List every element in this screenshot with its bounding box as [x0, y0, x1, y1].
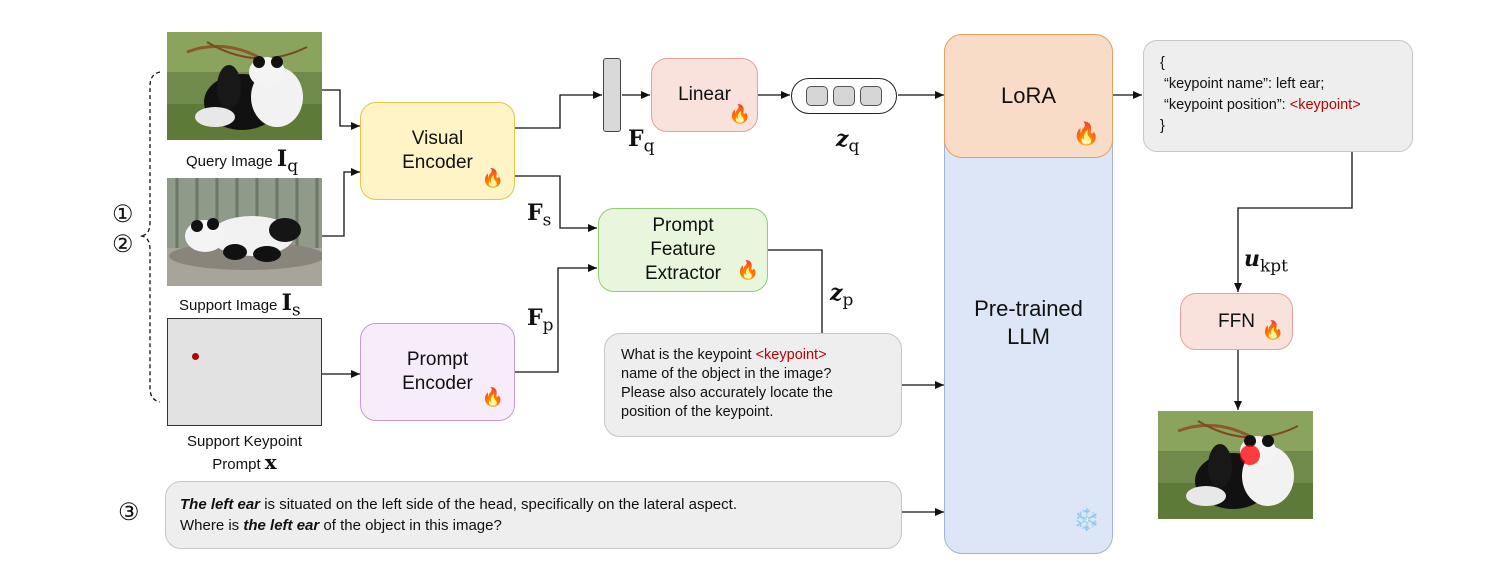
- output-close-brace: }: [1160, 118, 1165, 134]
- keypoint-prompt-symbol: x: [264, 450, 277, 474]
- keypoint-token: <keypoint>: [1289, 97, 1361, 113]
- lora-label: LoRA: [1000, 83, 1057, 108]
- Fs-symbol: Fs: [527, 200, 552, 231]
- marker-one: ①: [112, 201, 134, 228]
- visual-encoder-block: Visual Encoder 🔥: [360, 102, 515, 200]
- pfe-label-line3: Extractor: [644, 263, 722, 284]
- query-image-symbol: Iq: [276, 146, 299, 177]
- question-text-box: What is the keypoint <keypoint> name of …: [604, 333, 902, 437]
- keypoint-token: <keypoint>: [755, 347, 827, 363]
- keypoint-prompt-label-line2: Prompt: [212, 456, 261, 473]
- query-image-caption: Query Image Iq: [186, 146, 298, 176]
- lora-block: LoRA 🔥: [944, 34, 1113, 158]
- llm-label-line2: LLM: [1007, 324, 1050, 349]
- support-panda-illustration: [167, 178, 322, 286]
- support-image-caption: Support Image Is: [179, 290, 301, 320]
- output-panda-illustration: [1158, 411, 1313, 519]
- output-keypoint-position: “keypoint position”: <keypoint>: [1164, 97, 1361, 113]
- llm-label: Pre-trained LLM: [945, 295, 1112, 351]
- pfe-label-line1: Prompt: [652, 215, 714, 236]
- visual-encoder-label-line2: Encoder: [402, 152, 473, 173]
- ffn-label: FFN: [1218, 310, 1255, 332]
- prompt-encoder-label-line2: Encoder: [402, 373, 473, 394]
- zq-symbol: zq: [836, 126, 860, 157]
- marker-two: ②: [112, 231, 134, 258]
- Fq-symbol: Fq: [628, 126, 655, 157]
- fire-icon: 🔥: [736, 260, 759, 280]
- support-image-label: Support Image: [179, 297, 278, 314]
- text-prompt-box: The left ear is situated on the left sid…: [165, 481, 902, 549]
- token-cell: [833, 86, 855, 106]
- fire-icon: 🔥: [728, 104, 751, 124]
- zp-symbol: zp: [830, 280, 854, 311]
- ukpt-symbol: ukpt: [1244, 246, 1289, 277]
- fire-icon: 🔥: [481, 168, 504, 188]
- keypoint-dot: [192, 353, 199, 360]
- prompt-encoder-label-line1: Prompt: [406, 349, 469, 370]
- linear-label: Linear: [678, 84, 731, 105]
- query-image-label: Query Image: [186, 153, 273, 170]
- question-line4: position of the keypoint.: [621, 404, 774, 420]
- text-prompt-line2: Where is the left ear of the object in t…: [180, 517, 502, 534]
- predicted-keypoint-marker: [1240, 445, 1260, 465]
- token-cell: [860, 86, 882, 106]
- keypoint-prompt-caption: Support Keypoint Prompt x: [178, 432, 311, 475]
- query-feature-bar: [603, 58, 621, 132]
- prompt-encoder-block: Prompt Encoder 🔥: [360, 323, 515, 421]
- llm-output-box: { “keypoint name”: left ear; “keypoint p…: [1143, 40, 1413, 152]
- output-image: [1158, 411, 1313, 519]
- output-keypoint-name: “keypoint name”: left ear;: [1164, 76, 1325, 92]
- pfe-label-line2: Feature: [650, 239, 716, 260]
- fire-icon: 🔥: [1072, 121, 1100, 146]
- keypoint-prompt-label-line1: Support Keypoint: [186, 433, 303, 450]
- query-token-capsule: [791, 78, 897, 114]
- visual-encoder-label-line1: Visual: [411, 128, 464, 149]
- linear-block: Linear 🔥: [651, 58, 758, 132]
- question-line2: name of the object in the image?: [621, 366, 832, 382]
- text-prompt-line1: The left ear is situated on the left sid…: [180, 496, 737, 513]
- ffn-block: FFN 🔥: [1180, 293, 1293, 350]
- fire-icon: 🔥: [1261, 320, 1284, 340]
- fire-icon: 🔥: [481, 387, 504, 407]
- output-open-brace: {: [1160, 55, 1165, 71]
- snowflake-icon: ❄️: [1072, 507, 1100, 532]
- text-prompt-emph-2: the left ear: [243, 517, 320, 534]
- prompt-feature-extractor-block: Prompt Feature Extractor 🔥: [598, 208, 768, 292]
- query-panda-illustration: [167, 32, 322, 140]
- Fp-symbol: Fp: [527, 305, 554, 336]
- question-line1: What is the keypoint <keypoint>: [621, 347, 827, 363]
- token-cell: [806, 86, 828, 106]
- query-image: [167, 32, 322, 140]
- llm-label-line1: Pre-trained: [974, 296, 1083, 321]
- text-prompt-emph-1: The left ear: [180, 496, 261, 513]
- marker-three: ③: [118, 499, 140, 526]
- question-line3: Please also accurately locate the: [621, 385, 833, 401]
- keypoint-prompt-canvas: [167, 318, 322, 426]
- support-image: [167, 178, 322, 286]
- support-image-symbol: Is: [281, 290, 301, 321]
